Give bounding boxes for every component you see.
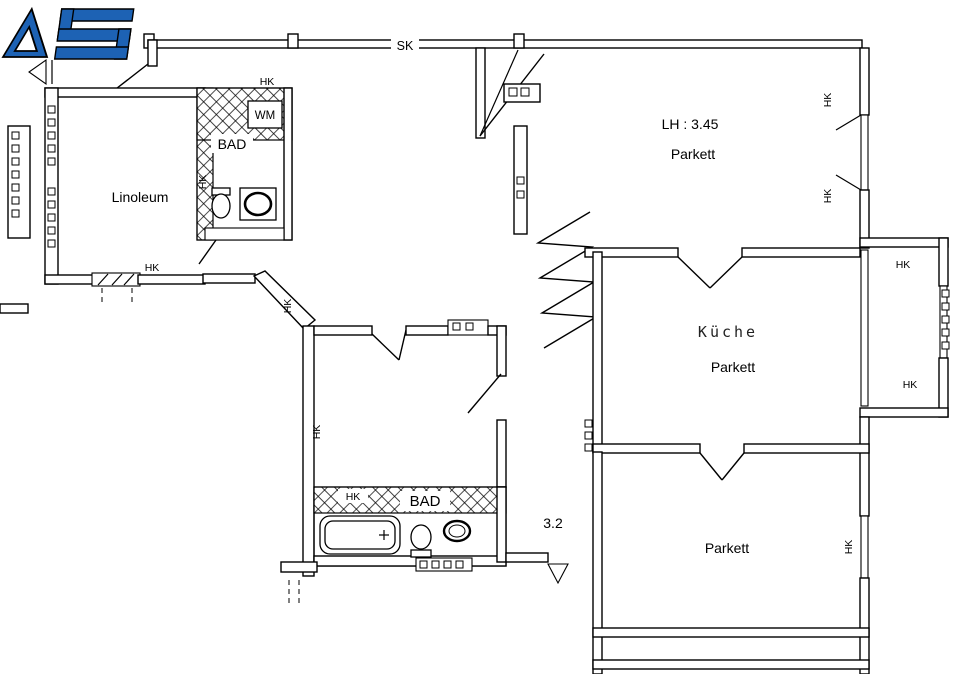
- as-logo-icon: [1, 6, 135, 60]
- washing-machine-label: WM: [255, 110, 275, 122]
- hk-radiator-label: HK: [282, 299, 294, 314]
- hk-radiator-label: HK: [260, 76, 275, 88]
- parkett-label-bottom: Parkett: [705, 540, 749, 556]
- hall-walls: [475, 47, 599, 349]
- ceiling-height-label: LH : 3.45: [662, 116, 719, 132]
- parkett-label-top: Parkett: [671, 146, 715, 162]
- door-corridor: [496, 486, 569, 585]
- kitchen-label: Küche: [698, 323, 758, 341]
- toilet-icon: [410, 524, 432, 558]
- corridor-walls: [202, 270, 317, 330]
- hk-radiator-label: HK: [145, 262, 160, 274]
- door-swing-icon: [547, 563, 569, 585]
- window-squares: [47, 105, 56, 248]
- room-kitchen: [584, 247, 870, 481]
- hk-radiator-label: HK: [197, 175, 209, 190]
- hk-radiator-label: HK: [311, 425, 323, 440]
- sk-label: SK: [397, 39, 414, 53]
- room-central: [302, 319, 507, 577]
- bath-bottom-label: BAD: [410, 493, 441, 510]
- outer-walls: [0, 33, 950, 674]
- bath-top-label: BAD: [218, 136, 247, 152]
- hk-radiator-label: HK: [822, 93, 834, 108]
- parkett-label-kitchen: Parkett: [711, 359, 755, 375]
- sink-icon: [239, 187, 277, 221]
- entry-door-icon: [28, 58, 47, 86]
- hk-radiator-label: HK: [346, 491, 361, 503]
- hk-radiator-label: HK: [903, 379, 918, 391]
- sink-icon: [442, 519, 472, 543]
- bathtub-icon: [319, 515, 401, 555]
- room-bath-bottom: [280, 486, 507, 606]
- entrance-door: [28, 58, 149, 93]
- hk-radiator-label: HK: [896, 259, 911, 271]
- room-bath-top: [196, 87, 293, 265]
- washing-machine-icon: [247, 100, 283, 129]
- door-width-label: 3.2: [543, 515, 563, 531]
- hk-radiator-label: HK: [822, 189, 834, 204]
- linoleum-room-label: Linoleum: [112, 189, 169, 205]
- double-door-icon: [535, 211, 599, 349]
- hk-radiator-label: HK: [843, 540, 855, 555]
- room-bottom-right: [592, 451, 870, 674]
- toilet-icon: [211, 187, 231, 219]
